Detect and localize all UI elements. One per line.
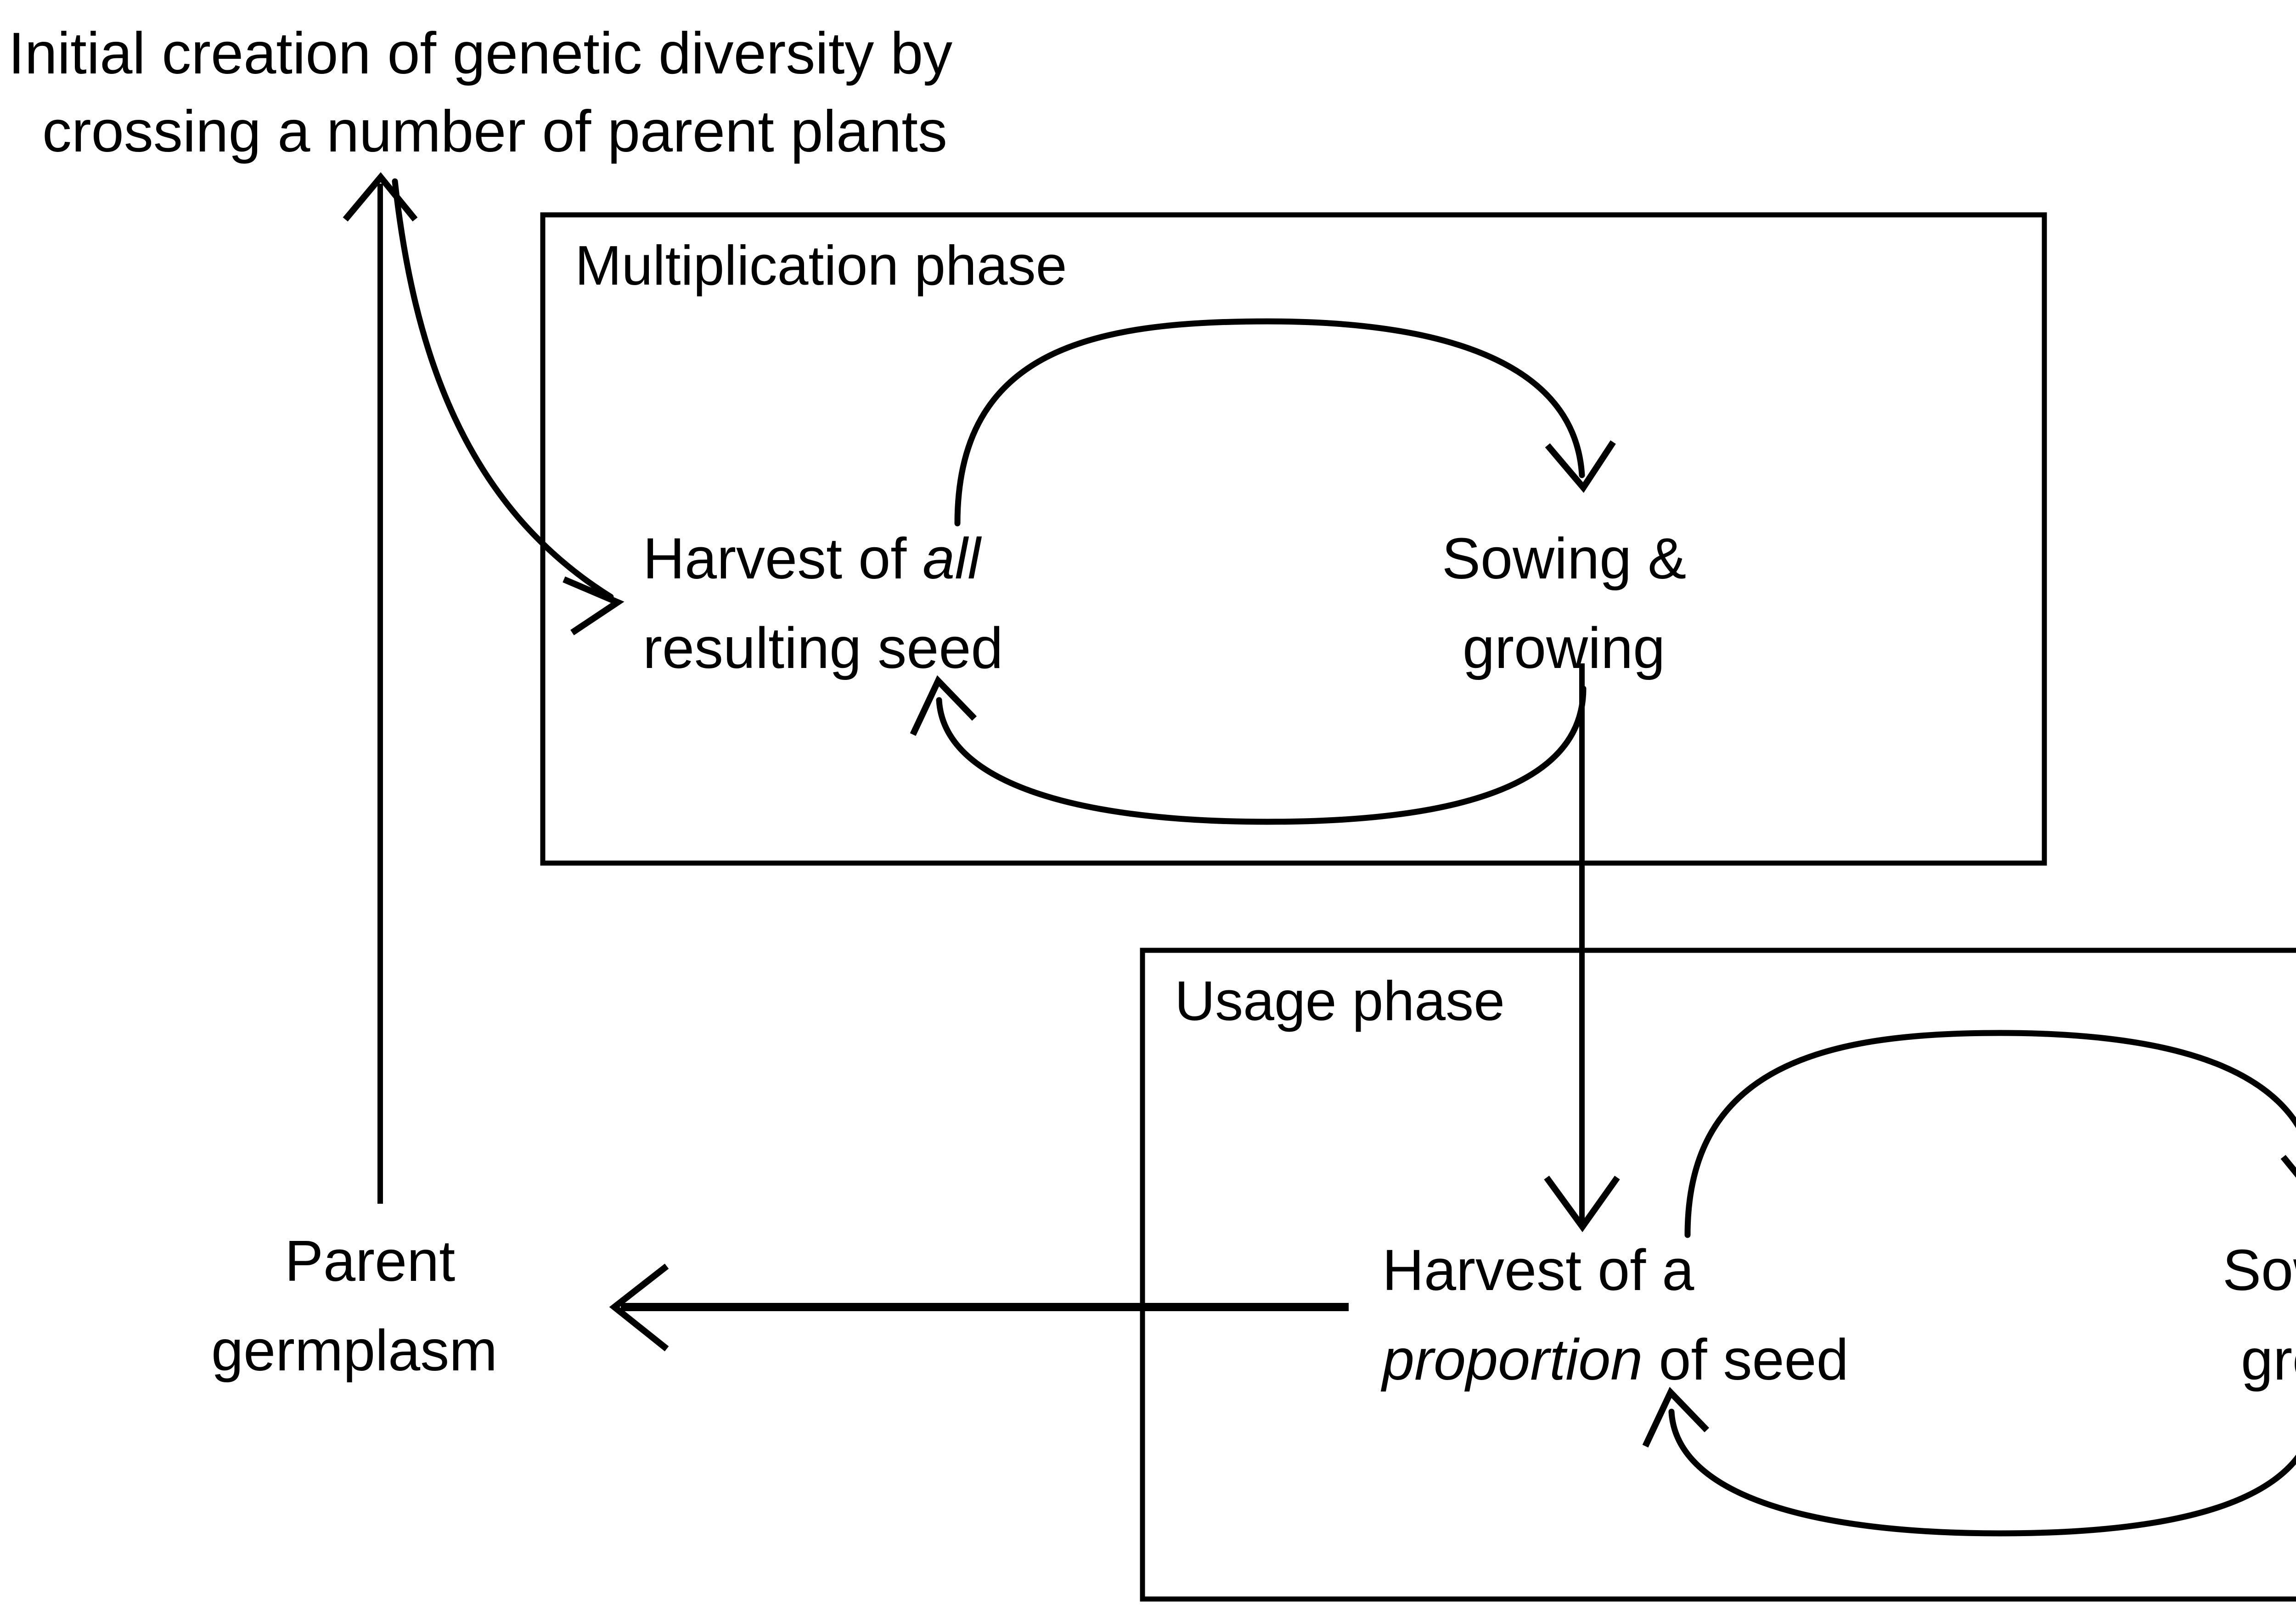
usage-bottom-arc-arrowhead	[1642, 1386, 1710, 1448]
mult-to-usage-arrowhead	[1544, 1175, 1620, 1232]
mult-harvest-line-2: resulting seed	[643, 616, 1003, 680]
parent-germplasm-line-1: Parent	[285, 1229, 455, 1293]
usage-sowing-line-2: growing	[2241, 1327, 2296, 1392]
mult-sowing-line-1: Sowing &	[1442, 526, 1686, 591]
usage-top-arc-arrowhead	[2280, 1155, 2296, 1178]
mult-harvest-line-1: Harvest of all	[643, 526, 982, 591]
mult-top-arc-arrow	[954, 318, 1585, 527]
usage-sowing-line-1: Sowing &	[2223, 1238, 2296, 1302]
multiplication-phase-label: Multiplication phase	[575, 234, 1067, 297]
mult-sowing-line-2: growing	[1463, 616, 1665, 680]
parent-to-title-arrowhead	[343, 172, 418, 222]
usage-top-arc-arrow	[1684, 1030, 2296, 1238]
usage-phase-box	[1140, 948, 2296, 1602]
usage-to-parent-arrowhead	[609, 1263, 669, 1352]
mult-top-arc-arrowhead	[1545, 440, 1616, 493]
mult-harvest-line-1-pre: Harvest of	[643, 526, 923, 591]
mult-bottom-arc-arrowhead	[910, 675, 977, 736]
parent-germplasm-line-2: germplasm	[211, 1318, 497, 1383]
usage-phase-label: Usage phase	[1175, 970, 1505, 1032]
title-to-mult-harvest-connector	[392, 178, 614, 600]
title-to-mult-harvest-arrowhead	[563, 576, 625, 635]
usage-harvest-line-2: proportion of seed	[1380, 1327, 1849, 1392]
multiplication-phase-box	[540, 212, 2047, 866]
mult-harvest-line-1-emphasis: all	[923, 526, 982, 591]
title-line-1: Initial creation of genetic diversity by	[8, 21, 952, 86]
usage-harvest-line-1: Harvest of a	[1382, 1238, 1694, 1302]
usage-harvest-line-2-post: of seed	[1643, 1327, 1848, 1392]
mult-bottom-arc-arrow	[936, 685, 1587, 825]
usage-harvest-line-2-emphasis: proportion	[1380, 1327, 1643, 1392]
title-line-2: crossing a number of parent plants	[42, 99, 947, 164]
usage-bottom-arc-arrow	[1668, 1408, 2296, 1537]
